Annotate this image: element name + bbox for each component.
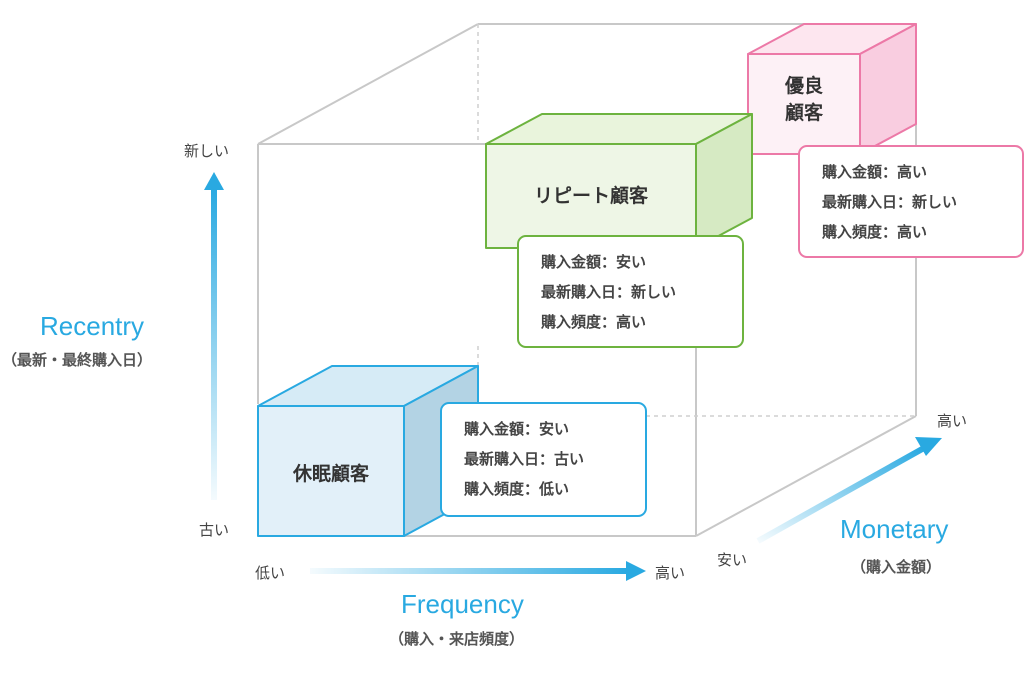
monetary-axis-arrow — [756, 437, 942, 544]
frame-edge-bottom-right — [695, 415, 917, 537]
recency-high-tick: 新しい — [184, 142, 230, 160]
repeat-attr-recency: 最新購入日：新しい — [541, 283, 677, 301]
repeat-attr-frequency: 購入頻度：高い — [541, 313, 647, 331]
frame-edge-top-left — [257, 23, 479, 145]
excellent-label: 優良 顧客 — [748, 73, 860, 127]
dormant-attr-recency: 最新購入日：古い — [464, 450, 585, 468]
dormant-info-box: 購入金額：安い 最新購入日：古い 購入頻度：低い — [440, 402, 647, 517]
excellent-info-box: 購入金額：高い 最新購入日：新しい 購入頻度：高い — [798, 145, 1024, 258]
excellent-cube — [747, 23, 917, 155]
excellent-attr-recency: 最新購入日：新しい — [822, 193, 958, 211]
frequency-high-tick: 高い — [655, 564, 686, 582]
excellent-label-line2: 顧客 — [784, 102, 823, 124]
frequency-axis-arrow — [310, 561, 646, 581]
frequency-low-tick: 低い — [255, 564, 286, 582]
dormant-attr-frequency: 購入頻度：低い — [464, 480, 570, 498]
recency-axis-arrow — [204, 172, 224, 500]
repeat-info-box: 購入金額：安い 最新購入日：新しい 購入頻度：高い — [517, 235, 744, 348]
excellent-attr-frequency: 購入頻度：高い — [822, 223, 928, 241]
monetary-axis-title: Monetary — [840, 514, 949, 544]
repeat-label: リピート顧客 — [533, 185, 648, 207]
monetary-axis-subtitle: （購入金額） — [851, 558, 942, 576]
frequency-axis-subtitle: （購入・来店頻度） — [389, 630, 525, 648]
recency-low-tick: 古い — [199, 521, 230, 539]
dormant-label: 休眠顧客 — [292, 463, 369, 485]
excellent-attr-amount: 購入金額：高い — [822, 163, 928, 181]
excellent-label-line1: 優良 — [784, 75, 823, 97]
repeat-attr-amount: 購入金額：安い — [541, 253, 647, 271]
recency-axis-title: Recentry — [40, 311, 145, 341]
dormant-attr-amount: 購入金額：安い — [464, 420, 570, 438]
recency-axis-subtitle: （最新・最終購入日） — [2, 351, 153, 369]
monetary-low-tick: 安い — [717, 551, 748, 569]
repeat-cube — [485, 113, 753, 249]
monetary-high-tick: 高い — [937, 412, 968, 430]
frequency-axis-title: Frequency — [401, 589, 524, 619]
